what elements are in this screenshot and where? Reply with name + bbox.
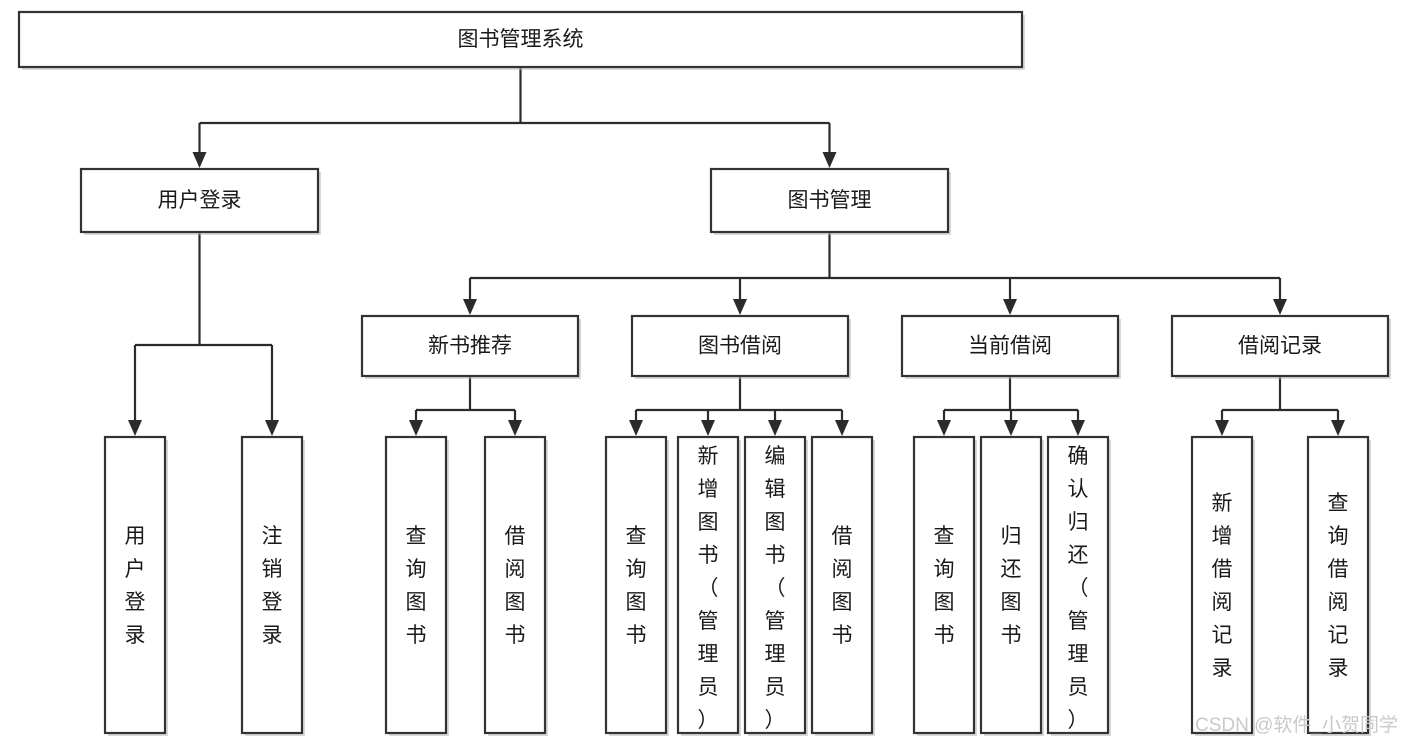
- edge-group-new-book-recommend: [409, 376, 522, 436]
- node-current-borrow[interactable]: 当前借阅: [900, 314, 1121, 379]
- arrow-head-icon: [128, 420, 142, 436]
- arrow-head-icon: [265, 420, 279, 436]
- node-user-login[interactable]: 用户登录: [79, 167, 321, 235]
- arrow-head-icon: [835, 420, 849, 436]
- node-label: 查询图书: [934, 525, 955, 647]
- node-book-management[interactable]: 图书管理: [709, 167, 951, 235]
- node-label: 查询图书: [626, 525, 647, 647]
- node-label: 新增图书（管理员）: [698, 445, 719, 732]
- node-leaf-logout[interactable]: 注销登录: [240, 435, 305, 736]
- arrow-head-icon: [629, 420, 643, 436]
- arrow-head-icon: [508, 420, 522, 436]
- node-label: 归还图书: [1001, 525, 1022, 647]
- node-rect[interactable]: [79, 167, 320, 234]
- node-leaf-borrow-book-recommend[interactable]: 借阅图书: [483, 435, 548, 736]
- edge-group-current-borrow: [937, 376, 1085, 436]
- node-label: 新增借阅记录: [1212, 492, 1233, 680]
- node-label: 注销登录: [262, 525, 283, 647]
- node-rect[interactable]: [240, 435, 304, 735]
- node-leaf-borrow-book[interactable]: 借阅图书: [810, 435, 875, 736]
- node-new-book-recommend[interactable]: 新书推荐: [360, 314, 581, 379]
- node-leaf-query-borrow-record[interactable]: 查询借阅记录: [1306, 435, 1371, 736]
- node-rect[interactable]: [810, 435, 874, 735]
- node-leaf-user-login[interactable]: 用户登录: [103, 435, 168, 736]
- node-leaf-return-book[interactable]: 归还图书: [979, 435, 1044, 736]
- arrow-head-icon: [409, 420, 423, 436]
- arrow-head-icon: [701, 420, 715, 436]
- node-rect[interactable]: [900, 314, 1120, 378]
- node-label: 编辑图书（管理员）: [765, 445, 786, 732]
- node-label: 当前借阅: [968, 335, 1052, 358]
- edge-group-user-login: [128, 232, 279, 436]
- node-rect[interactable]: [1170, 314, 1390, 378]
- arrow-head-icon: [1331, 420, 1345, 436]
- node-book-borrow[interactable]: 图书借阅: [630, 314, 851, 379]
- node-rect[interactable]: [17, 10, 1024, 69]
- node-rect[interactable]: [384, 435, 448, 735]
- arrow-head-icon: [1004, 420, 1018, 436]
- node-label: 借阅记录: [1238, 335, 1322, 358]
- node-rect[interactable]: [103, 435, 167, 735]
- node-label: 新书推荐: [428, 335, 512, 358]
- node-rect[interactable]: [483, 435, 547, 735]
- node-rect[interactable]: [360, 314, 580, 378]
- node-leaf-add-borrow-record[interactable]: 新增借阅记录: [1190, 435, 1255, 736]
- arrow-head-icon: [1071, 420, 1085, 436]
- csdn-watermark: CSDN @软件_小贺同学: [1195, 714, 1398, 736]
- node-rect[interactable]: [1306, 435, 1370, 735]
- node-label: 借阅图书: [832, 525, 853, 647]
- node-label: 图书借阅: [698, 335, 782, 358]
- node-leaf-add-book-admin[interactable]: 新增图书（管理员）: [676, 435, 741, 736]
- arrow-head-icon: [1215, 420, 1229, 436]
- node-root[interactable]: 图书管理系统: [17, 10, 1025, 70]
- nodes-layer: 图书管理系统用户登录图书管理新书推荐图书借阅当前借阅借阅记录用户登录注销登录查询…: [17, 10, 1391, 736]
- node-leaf-query-book-current[interactable]: 查询图书: [912, 435, 977, 736]
- node-rect[interactable]: [1190, 435, 1254, 735]
- arrow-head-icon: [768, 420, 782, 436]
- connectors-layer: [128, 67, 1345, 436]
- node-leaf-query-book-borrow[interactable]: 查询图书: [604, 435, 669, 736]
- node-label: 确认归还（管理员）: [1068, 445, 1089, 732]
- arrow-head-icon: [463, 299, 477, 315]
- node-label: 用户登录: [125, 525, 146, 647]
- edge-group-root: [192, 67, 837, 168]
- node-label: 查询图书: [406, 525, 427, 647]
- edge-group-book-management: [463, 232, 1287, 315]
- node-label: 图书管理系统: [458, 28, 584, 51]
- node-label: 用户登录: [158, 189, 242, 212]
- node-rect[interactable]: [912, 435, 976, 735]
- node-rect[interactable]: [604, 435, 668, 735]
- node-rect[interactable]: [630, 314, 850, 378]
- arrow-head-icon: [822, 152, 837, 168]
- node-leaf-query-book-recommend[interactable]: 查询图书: [384, 435, 449, 736]
- node-rect[interactable]: [743, 435, 807, 735]
- arrow-head-icon: [1003, 299, 1017, 315]
- arrow-head-icon: [937, 420, 951, 436]
- arrow-head-icon: [733, 299, 747, 315]
- node-rect[interactable]: [979, 435, 1043, 735]
- edge-group-book-borrow: [629, 376, 849, 436]
- arrow-head-icon: [1273, 299, 1287, 315]
- node-leaf-edit-book-admin[interactable]: 编辑图书（管理员）: [743, 435, 808, 736]
- node-rect[interactable]: [709, 167, 950, 234]
- node-rect[interactable]: [1046, 435, 1110, 735]
- edge-group-borrow-record: [1215, 376, 1345, 436]
- node-borrow-record[interactable]: 借阅记录: [1170, 314, 1391, 379]
- node-label: 查询借阅记录: [1328, 492, 1349, 680]
- node-leaf-confirm-return-admin[interactable]: 确认归还（管理员）: [1046, 435, 1111, 736]
- node-label: 借阅图书: [505, 525, 526, 647]
- arrow-head-icon: [192, 152, 207, 168]
- node-label: 图书管理: [788, 189, 872, 212]
- node-rect[interactable]: [676, 435, 740, 735]
